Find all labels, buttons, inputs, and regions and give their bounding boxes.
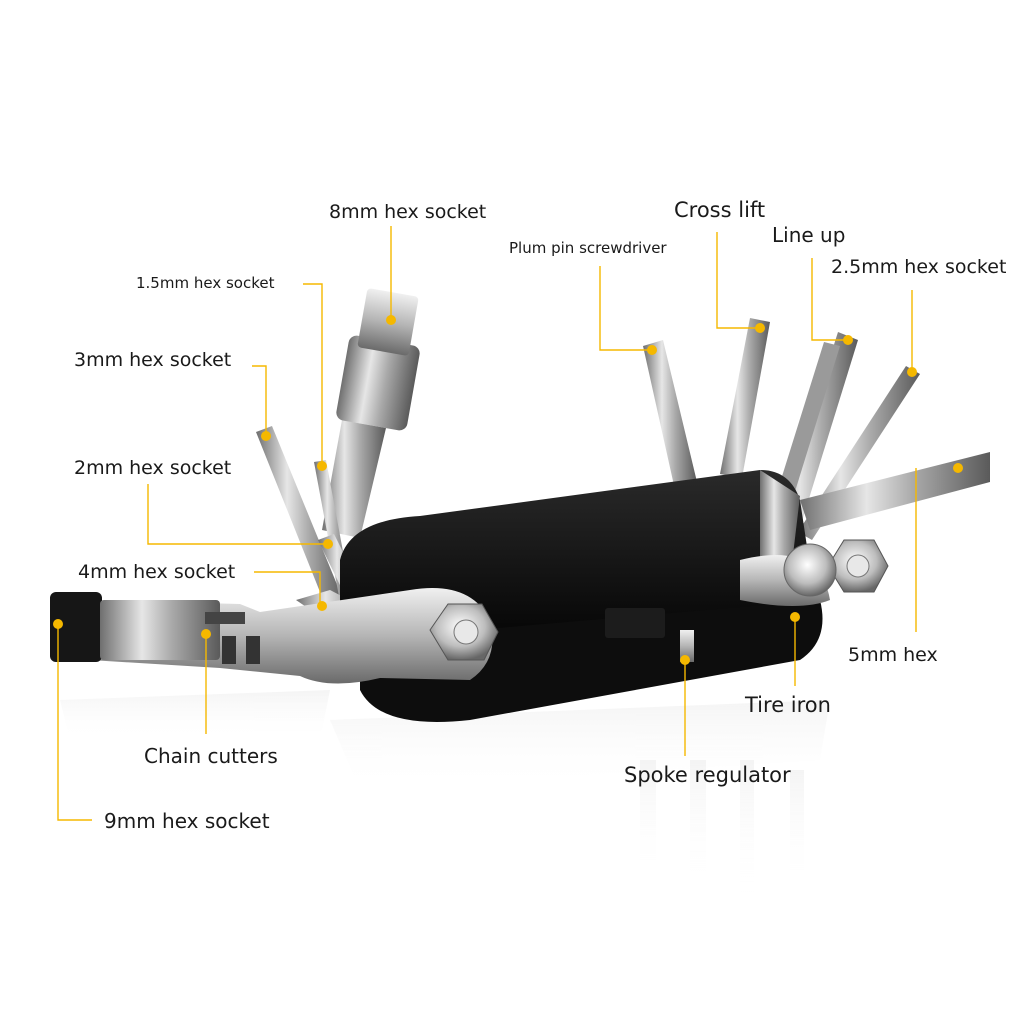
chain-cutter-arm: [50, 588, 493, 684]
label-spoke-regulator: Spoke regulator: [624, 763, 791, 787]
leader-4mm: [254, 571, 321, 606]
leader-lineup: [811, 258, 848, 341]
tool-image: [50, 288, 990, 722]
left-pivot-nut: [429, 603, 499, 661]
leader-3mm: [252, 365, 267, 436]
label-3mm-hex-socket: 3mm hex socket: [74, 349, 232, 371]
leader-lines: [57, 226, 917, 821]
hex-5mm-key: [760, 452, 990, 580]
label-plum-pin-screwdriver: Plum pin screwdriver: [509, 239, 667, 257]
label-2mm-hex-socket: 2mm hex socket: [74, 457, 232, 479]
callout-dot-icon: [261, 431, 271, 441]
label-8mm-hex-socket: 8mm hex socket: [329, 201, 487, 223]
label-2-5mm-hex-socket: 2.5mm hex socket: [831, 256, 1007, 278]
label-9mm-hex-socket: 9mm hex socket: [104, 809, 270, 833]
cross-lift-bit: [720, 318, 770, 478]
leader-plum: [599, 266, 652, 351]
callout-dot-icon: [755, 323, 765, 333]
label-tire-iron: Tire iron: [745, 693, 831, 717]
leader-1-5mm: [303, 283, 323, 466]
callout-dot-icon: [386, 315, 396, 325]
callout-dot-icon: [323, 539, 333, 549]
plum-pin-screwdriver-bit: [643, 340, 697, 490]
callout-dot-icon: [953, 463, 963, 473]
reflection: [60, 690, 830, 900]
callout-dot-icon: [907, 367, 917, 377]
callout-dot-icon: [53, 619, 63, 629]
label-chain-cutters: Chain cutters: [144, 744, 278, 768]
label-cross-lift: Cross lift: [674, 198, 766, 222]
callout-dot-icon: [317, 601, 327, 611]
label-1-5mm-hex-socket: 1.5mm hex socket: [136, 274, 275, 292]
socket-8mm: [322, 288, 420, 538]
callout-dot-icon: [201, 629, 211, 639]
leader-2mm: [147, 484, 330, 545]
leader-cross: [716, 232, 760, 329]
leader-9mm: [57, 624, 92, 821]
label-4mm-hex-socket: 4mm hex socket: [78, 561, 236, 583]
callout-dot-icon: [790, 612, 800, 622]
callout-dots: [53, 315, 963, 665]
label-line-up: Line up: [772, 223, 846, 247]
callout-dot-icon: [647, 345, 657, 355]
callout-dot-icon: [843, 335, 853, 345]
callout-dot-icon: [317, 461, 327, 471]
right-pivot-nut: [783, 539, 889, 597]
callout-dot-icon: [680, 655, 690, 665]
label-5mm-hex: 5mm hex: [848, 644, 938, 666]
hex-3mm-key: [256, 426, 345, 612]
